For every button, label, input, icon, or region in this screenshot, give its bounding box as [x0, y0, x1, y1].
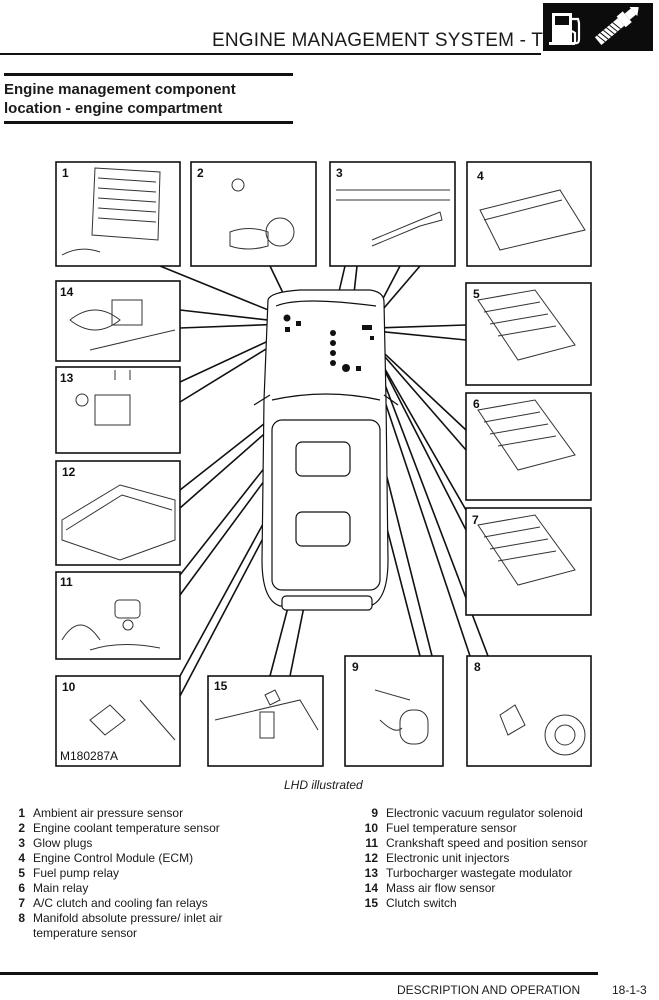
legend-item: 12 Electronic unit injectors	[360, 851, 659, 866]
callout-9: 9	[352, 660, 359, 674]
legend-number: 4	[18, 851, 25, 865]
legend-number: 10	[364, 821, 378, 835]
relay-box-artwork	[477, 289, 576, 586]
legend-left: 1 Ambient air pressure sensor 2 Engine coo…	[14, 806, 344, 941]
panel-11	[55, 571, 181, 660]
panel-8	[466, 655, 592, 767]
legend-number: 6	[18, 881, 25, 895]
figure-caption: LHD illustrated	[284, 778, 363, 792]
legend-text: Mass air flow sensor	[386, 881, 496, 895]
legend-text: Electronic unit injectors	[386, 851, 510, 865]
section-title: Engine management component location - e…	[4, 80, 236, 118]
legend-item: 9 Electronic vacuum regulator solenoid	[360, 806, 659, 821]
section-rule-top	[4, 73, 293, 76]
legend-item: 4 Engine Control Module (ECM)	[14, 851, 344, 866]
legend-item: 5 Fuel pump relay	[14, 866, 344, 881]
panels	[55, 161, 592, 767]
legend-number: 15	[364, 896, 378, 910]
legend-item: 14 Mass air flow sensor	[360, 881, 659, 896]
legend-text: Fuel pump relay	[33, 866, 120, 880]
callout-10: 10	[62, 680, 76, 694]
section-rule-bottom	[4, 121, 293, 124]
callout-14: 14	[60, 285, 74, 299]
glow-plug-icon	[594, 6, 639, 45]
legend-item: 7 A/C clutch and cooling fan relays	[14, 896, 344, 911]
callout-13: 13	[60, 371, 74, 385]
fuel-pump-icon	[549, 13, 581, 45]
header-title: ENGINE MANAGEMENT SYSTEM - TD5	[212, 30, 568, 51]
legend-text: Engine coolant temperature sensor	[33, 821, 220, 835]
component-location-diagram: 1 2 3 4 5 6 7 8 9 10 11 12 13 14 15 M180…	[0, 140, 659, 780]
panel-13	[55, 366, 181, 454]
callout-6: 6	[473, 397, 480, 411]
panel-5	[465, 282, 592, 386]
panel-artwork	[61, 167, 586, 756]
section-title-line1: Engine management component	[4, 81, 236, 98]
footer-rule	[0, 972, 598, 975]
legend-number: 12	[364, 851, 378, 865]
panel-9	[344, 655, 444, 767]
legend-item: 13 Turbocharger wastegate modulator	[360, 866, 659, 881]
panel-7	[465, 507, 592, 616]
legend-number: 7	[18, 896, 25, 910]
legend-number: 2	[18, 821, 25, 835]
header-icon-badge	[543, 3, 653, 51]
legend-item: 15 Clutch switch	[360, 896, 659, 911]
legend-number: 9	[371, 806, 378, 820]
callout-8: 8	[474, 660, 481, 674]
panel-10	[55, 675, 181, 767]
legend-right: 9 Electronic vacuum regulator solenoid 10…	[360, 806, 659, 911]
page-number: 18-1-3	[612, 983, 647, 997]
legend-text: Clutch switch	[386, 896, 457, 910]
legend-text: A/C clutch and cooling fan relays	[33, 896, 208, 910]
legend-text: Ambient air pressure sensor	[33, 806, 184, 820]
legend-number: 3	[18, 836, 25, 850]
callout-1: 1	[62, 166, 69, 180]
drawing-id: M180287A	[60, 749, 118, 763]
panel-6	[465, 392, 592, 501]
panel-12	[55, 460, 181, 566]
legend-number: 1	[18, 806, 25, 820]
legend-text: Manifold absolute pressure/ inlet air te…	[33, 911, 223, 940]
legend-text: Main relay	[33, 881, 89, 895]
legend-text: Electronic vacuum regulator solenoid	[386, 806, 583, 820]
callout-5: 5	[473, 287, 480, 301]
footer-section-title: DESCRIPTION AND OPERATION	[397, 983, 581, 997]
panel-2	[190, 161, 317, 267]
legend-text: Engine Control Module (ECM)	[33, 851, 194, 865]
callout-11: 11	[60, 575, 73, 589]
callout-4: 4	[477, 169, 484, 183]
legend-number: 5	[18, 866, 25, 880]
legend-item: 8 Manifold absolute pressure/ inlet air t…	[14, 911, 244, 941]
legend-item: 1 Ambient air pressure sensor	[14, 806, 344, 821]
vehicle-outline	[253, 289, 399, 611]
legend-item: 2 Engine coolant temperature sensor	[14, 821, 344, 836]
header-rule	[0, 53, 541, 55]
legend-item: 6 Main relay	[14, 881, 344, 896]
legend-number: 14	[364, 881, 378, 895]
legend-number: 13	[364, 866, 378, 880]
legend-number: 11	[365, 836, 378, 850]
panel-4	[466, 161, 592, 267]
panel-callout-labels: 1 2 3 4 5 6 7 8 9 10 11 12 13 14 15 M180…	[60, 166, 484, 763]
legend-text: Turbocharger wastegate modulator	[386, 866, 573, 880]
legend-text: Crankshaft speed and position sensor	[386, 836, 588, 850]
legend-text: Glow plugs	[33, 836, 93, 850]
legend-item: 3 Glow plugs	[14, 836, 344, 851]
legend-number: 8	[18, 911, 25, 925]
callout-12: 12	[62, 465, 76, 479]
component-markers	[283, 314, 374, 372]
callout-7: 7	[472, 513, 479, 527]
section-title-line2: location - engine compartment	[4, 100, 223, 117]
callout-2: 2	[197, 166, 204, 180]
legend-item: 11 Crankshaft speed and position sensor	[360, 836, 659, 851]
legend-text: Fuel temperature sensor	[386, 821, 517, 835]
panel-15	[207, 675, 324, 767]
callout-15: 15	[214, 679, 228, 693]
legend-item: 10 Fuel temperature sensor	[360, 821, 659, 836]
callout-3: 3	[336, 166, 343, 180]
